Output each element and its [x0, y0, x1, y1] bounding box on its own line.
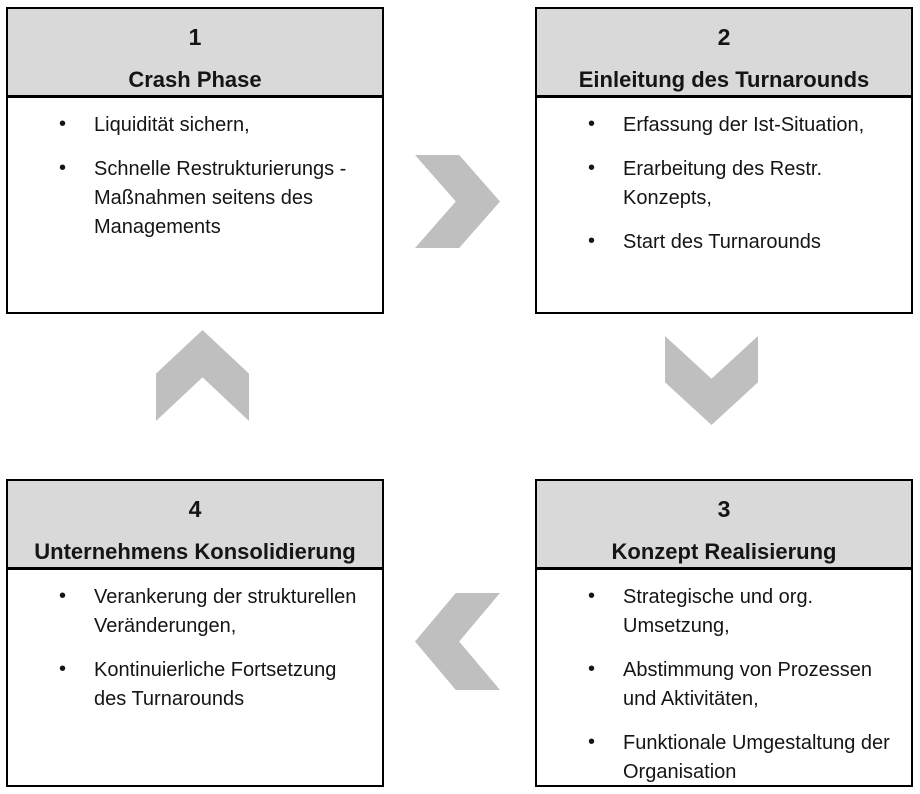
phase-box-4: 4 Unternehmens Konsolidierung • Veranker…	[6, 479, 384, 787]
phase-title: Einleitung des Turnarounds	[578, 67, 870, 92]
bullet-item: • Kontinuierliche Fortsetzung des Turnar…	[8, 656, 380, 714]
bullet-line: Maßnahmen seitens des	[94, 187, 314, 209]
bullet-item: • Abstimmung von Prozessen und Aktivität…	[537, 656, 909, 714]
bullet-item: • Erfassung der Ist-Situation,	[537, 111, 909, 140]
bullet-icon: •	[588, 157, 596, 179]
phase-number: 4	[188, 496, 202, 522]
phase-number: 3	[717, 496, 731, 522]
bullet-item: • Strategische und org. Umsetzung,	[537, 583, 909, 641]
bullet-icon: •	[588, 113, 596, 135]
phase-title: Unternehmens Konsolidierung	[34, 539, 356, 564]
bullet-icon: •	[588, 731, 596, 753]
bullet-line: Umsetzung,	[623, 615, 730, 637]
bullet-line: und Aktivitäten,	[623, 688, 759, 710]
bullet-icon: •	[588, 230, 596, 252]
phase-box-3: 3 Konzept Realisierung • Strategische un…	[535, 479, 913, 787]
bullet-line: Schnelle Restrukturierungs -	[94, 158, 347, 180]
bullet-icon: •	[588, 658, 596, 680]
bullet-line: Organisation	[623, 761, 737, 783]
bullet-item: • Start des Turnarounds	[537, 228, 909, 257]
bullet-line: Veränderungen,	[94, 615, 237, 637]
chevron-up-arrow-icon	[156, 330, 249, 421]
phase-box-1: 1 Crash Phase • Liquidität sichern, • Sc…	[6, 7, 384, 314]
bullet-line: Konzepts,	[623, 187, 712, 209]
bullet-line: Erarbeitung des Restr.	[623, 158, 822, 180]
phase-box-3-bullet-list: • Strategische und org. Umsetzung, • Abs…	[537, 570, 911, 787]
bullet-item: • Schnelle Restrukturierungs - Maßnahmen…	[8, 155, 380, 242]
bullet-line: Strategische und org.	[623, 586, 814, 608]
bullet-icon: •	[59, 585, 67, 607]
bullet-item: • Liquidität sichern,	[8, 111, 380, 140]
bullet-line: Liquidität sichern,	[94, 114, 250, 136]
phase-box-2: 2 Einleitung des Turnarounds • Erfassung…	[535, 7, 913, 314]
bullet-icon: •	[59, 658, 67, 680]
chevron-left-arrow-icon	[415, 593, 500, 690]
bullet-icon: •	[588, 585, 596, 607]
bullet-line: Kontinuierliche Fortsetzung	[94, 659, 337, 681]
chevron-right-arrow-icon	[415, 155, 500, 248]
bullet-line: Verankerung der strukturellen	[94, 586, 357, 608]
bullet-item: • Funktionale Umgestaltung der Organisat…	[537, 729, 909, 787]
bullet-line: Funktionale Umgestaltung der	[623, 732, 890, 754]
bullet-line: Erfassung der Ist-Situation,	[623, 114, 865, 136]
bullet-line: Managements	[94, 216, 221, 238]
phase-box-4-bullet-list: • Verankerung der strukturellen Veränder…	[8, 570, 382, 714]
bullet-icon: •	[59, 113, 67, 135]
phase-number: 1	[188, 24, 202, 50]
phase-box-1-bullet-list: • Liquidität sichern, • Schnelle Restruk…	[8, 98, 382, 242]
phase-box-4-header: 4 Unternehmens Konsolidierung	[8, 481, 382, 570]
bullet-icon: •	[59, 157, 67, 179]
bullet-line: Abstimmung von Prozessen	[623, 659, 873, 681]
bullet-line: des Turnarounds	[94, 688, 245, 710]
phase-box-3-header: 3 Konzept Realisierung	[537, 481, 911, 570]
phase-title: Konzept Realisierung	[611, 539, 837, 564]
phase-number: 2	[717, 24, 731, 50]
phase-box-2-bullet-list: • Erfassung der Ist-Situation, • Erarbei…	[537, 98, 911, 257]
chevron-down-arrow-icon	[665, 336, 758, 425]
phase-title: Crash Phase	[128, 67, 262, 92]
phase-box-2-header: 2 Einleitung des Turnarounds	[537, 9, 911, 98]
phase-box-1-header: 1 Crash Phase	[8, 9, 382, 98]
bullet-line: Start des Turnarounds	[623, 231, 821, 253]
bullet-item: • Verankerung der strukturellen Veränder…	[8, 583, 380, 641]
bullet-item: • Erarbeitung des Restr. Konzepts,	[537, 155, 909, 213]
